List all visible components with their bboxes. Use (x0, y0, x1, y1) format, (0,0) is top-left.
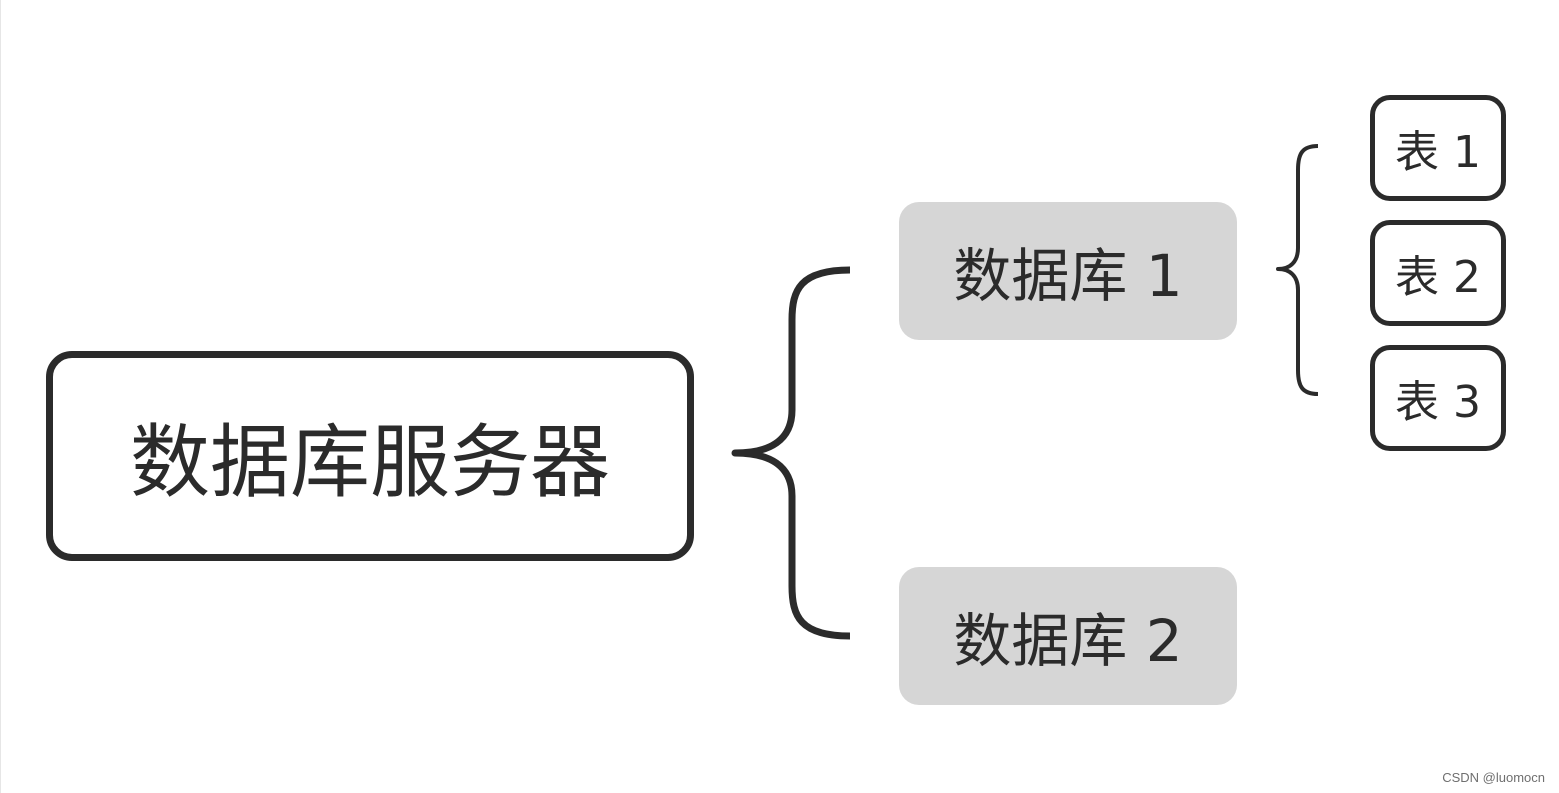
watermark-text: CSDN @luomocn (1442, 770, 1545, 785)
database-node-1-label: 数据库 1 (953, 242, 1183, 310)
table-node-3-label: 表 3 (1395, 377, 1481, 428)
root-node-database-server[interactable]: 数据库服务器 (46, 351, 694, 561)
table-node-2[interactable]: 表 2 (1370, 220, 1506, 326)
database-node-2[interactable]: 数据库 2 (899, 567, 1237, 705)
page-edge-line (0, 0, 1, 793)
table-node-3[interactable]: 表 3 (1370, 345, 1506, 451)
root-bracket (731, 266, 851, 640)
database-node-1[interactable]: 数据库 1 (899, 202, 1237, 340)
table-node-2-label: 表 2 (1395, 252, 1481, 303)
table-node-1[interactable]: 表 1 (1370, 95, 1506, 201)
root-node-label: 数据库服务器 (130, 416, 610, 509)
db1-bracket (1276, 144, 1319, 396)
table-node-1-label: 表 1 (1395, 127, 1481, 178)
database-node-2-label: 数据库 2 (953, 607, 1183, 675)
